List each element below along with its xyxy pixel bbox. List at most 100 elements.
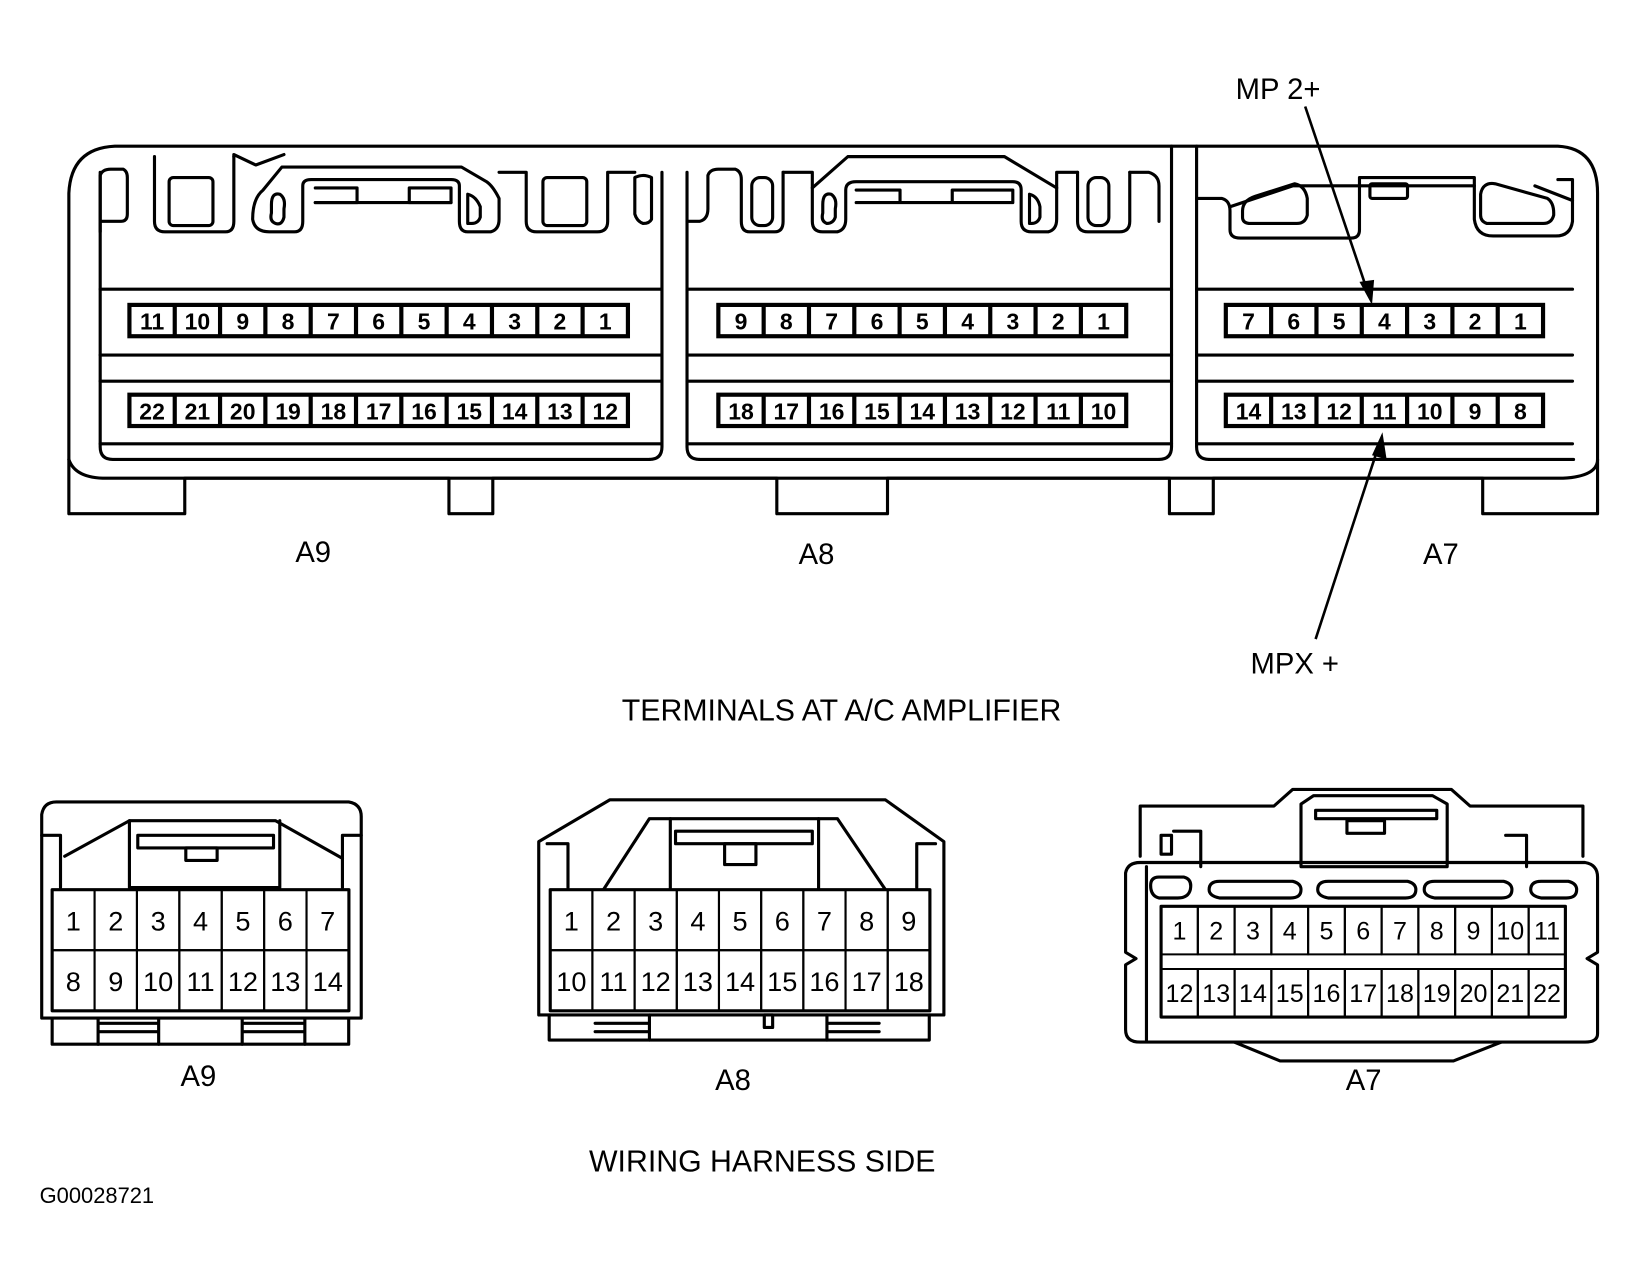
terminal-cell xyxy=(1409,306,1451,335)
terminal-cell xyxy=(1273,306,1315,335)
terminal-number: 12 xyxy=(228,966,258,997)
terminal-cell xyxy=(1499,306,1541,335)
terminal-number: 13 xyxy=(955,398,981,424)
terminal-number: 5 xyxy=(235,905,250,936)
terminal-cell xyxy=(403,306,445,335)
terminal-number: 12 xyxy=(641,966,671,997)
terminal-number: 10 xyxy=(1091,398,1117,424)
terminal-cell xyxy=(886,949,931,1012)
amp-connector-label-a8: A8 xyxy=(799,539,835,571)
terminal-number: 14 xyxy=(502,398,528,424)
harness-connector-label-a9: A9 xyxy=(180,1061,216,1093)
terminal-number: 13 xyxy=(270,966,300,997)
terminal-cell xyxy=(1454,306,1496,335)
terminal-number: 16 xyxy=(819,398,845,424)
terminal-number: 17 xyxy=(852,966,882,997)
terminal-cell xyxy=(312,306,354,335)
terminal-number: 21 xyxy=(1496,980,1524,1008)
terminal-cell xyxy=(176,306,218,335)
terminal-cell xyxy=(765,306,807,335)
terminal-number: 4 xyxy=(690,905,705,936)
terminal-cell xyxy=(1273,396,1315,424)
terminal-number: 18 xyxy=(894,966,924,997)
terminal-cell xyxy=(1409,396,1451,424)
terminal-number: 12 xyxy=(592,398,618,424)
terminal-number: 8 xyxy=(282,309,295,335)
terminal-cell xyxy=(901,306,943,335)
terminal-number: 2 xyxy=(554,309,567,335)
terminal-number: 13 xyxy=(547,398,573,424)
terminal-number: 3 xyxy=(151,905,166,936)
terminal-number: 4 xyxy=(1378,309,1391,335)
callout-label-mp2-plus: MP 2+ xyxy=(1236,74,1321,106)
terminal-number: 5 xyxy=(1333,309,1346,335)
terminal-number: 10 xyxy=(1496,917,1524,945)
terminal-cell xyxy=(992,306,1034,335)
terminal-number: 20 xyxy=(1460,980,1488,1008)
terminal-number: 15 xyxy=(457,398,483,424)
amp-connector-label-a7: A7 xyxy=(1423,539,1459,571)
terminal-number: 12 xyxy=(1326,398,1352,424)
terminal-cell xyxy=(1318,396,1360,424)
terminal-cell xyxy=(448,396,490,424)
terminal-number: 13 xyxy=(683,966,713,997)
figure-code: G00028721 xyxy=(40,1183,155,1208)
terminal-cell xyxy=(267,306,309,335)
terminal-cell xyxy=(1499,396,1541,424)
terminal-cell xyxy=(584,306,626,335)
terminal-cell xyxy=(131,306,173,335)
terminal-cell xyxy=(856,306,898,335)
terminal-number: 1 xyxy=(599,309,612,335)
terminal-cell xyxy=(856,396,898,424)
terminal-cell xyxy=(1363,396,1406,424)
terminal-number: 8 xyxy=(859,905,874,936)
terminal-number: 7 xyxy=(825,309,838,335)
terminal-number: 5 xyxy=(418,309,431,335)
terminal-number: 10 xyxy=(185,309,211,335)
terminal-number: 7 xyxy=(1393,917,1407,945)
terminal-number: 5 xyxy=(1320,917,1334,945)
terminal-number: 3 xyxy=(1007,309,1020,335)
terminal-cell xyxy=(448,306,490,335)
callout-label-mpx-plus: MPX + xyxy=(1250,649,1339,681)
terminal-number: 4 xyxy=(961,309,974,335)
harness-a7-body xyxy=(1124,787,1600,1063)
terminal-number: 7 xyxy=(327,309,340,335)
terminal-cell xyxy=(811,306,853,335)
terminal-number: 11 xyxy=(599,966,627,997)
terminal-number: 10 xyxy=(556,966,586,997)
terminal-number: 7 xyxy=(320,905,335,936)
terminal-number: 7 xyxy=(817,905,832,936)
terminal-cell xyxy=(222,396,264,424)
terminal-number: 3 xyxy=(1423,309,1436,335)
terminal-number: 12 xyxy=(1166,980,1194,1008)
terminal-number: 4 xyxy=(193,905,208,936)
harness-a8-body xyxy=(537,798,946,1042)
terminal-number: 3 xyxy=(1246,917,1260,945)
terminal-number: 5 xyxy=(733,905,748,936)
a9-housing-top-detail xyxy=(98,152,654,234)
terminal-number: 15 xyxy=(864,398,890,424)
terminal-number: 18 xyxy=(321,398,347,424)
terminal-number: 9 xyxy=(901,905,916,936)
terminal-number: 3 xyxy=(508,309,521,335)
terminal-number: 14 xyxy=(1239,980,1267,1008)
terminal-cell xyxy=(947,396,989,424)
amplifier-side-title: TERMINALS AT A/C AMPLIFIER xyxy=(622,694,1062,727)
terminal-cell xyxy=(305,949,350,1012)
terminal-number: 11 xyxy=(1372,398,1397,424)
terminal-number: 13 xyxy=(1202,980,1230,1008)
terminal-cell xyxy=(1037,306,1079,335)
terminal-cell xyxy=(494,306,536,335)
terminal-number: 15 xyxy=(767,966,797,997)
terminal-number: 4 xyxy=(463,309,476,335)
terminal-cell xyxy=(1527,905,1567,956)
callout-arrow-line xyxy=(1303,106,1370,293)
terminal-number: 16 xyxy=(809,966,839,997)
terminal-cell xyxy=(720,306,762,335)
terminal-cell xyxy=(358,306,400,335)
terminal-cell xyxy=(1227,396,1270,424)
terminal-number: 21 xyxy=(185,398,211,424)
terminal-number: 18 xyxy=(728,398,754,424)
